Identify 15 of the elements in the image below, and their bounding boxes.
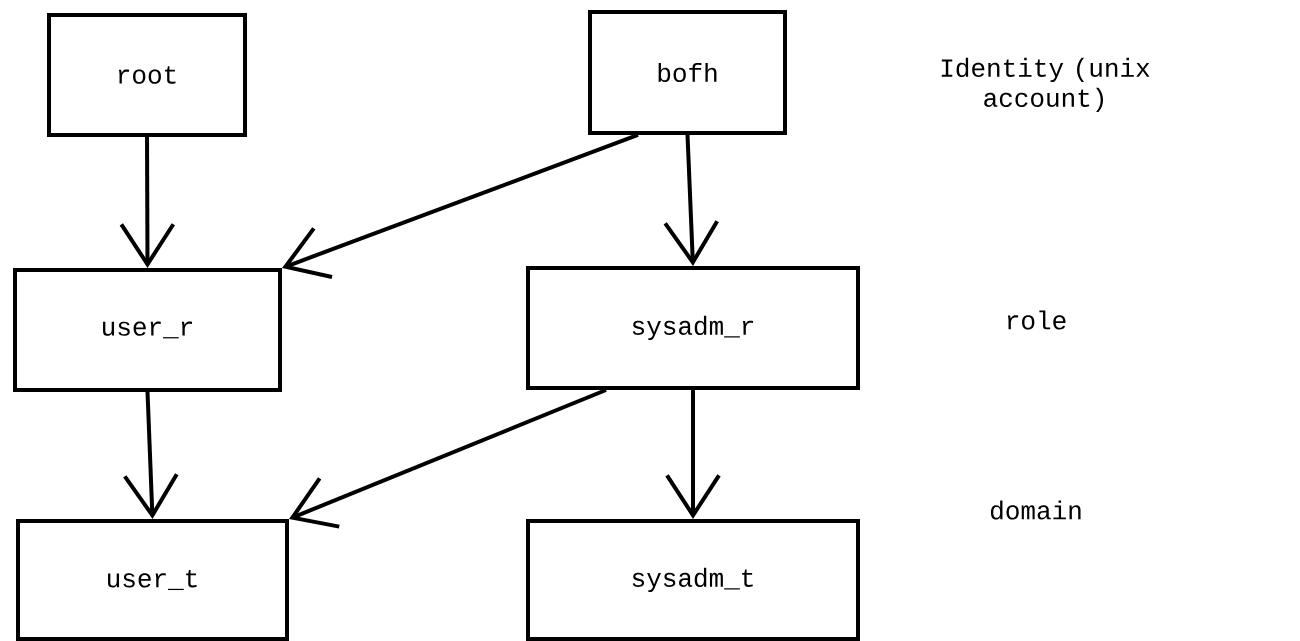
role-box: bofh <box>588 10 787 135</box>
level-label: Identity (unix account) <box>941 57 1150 113</box>
arrow <box>119 137 176 268</box>
arrow <box>289 388 607 529</box>
role-box: sysadm_t <box>526 519 860 641</box>
role-box: user_t <box>16 519 289 641</box>
level-label: role <box>1007 310 1066 330</box>
arrow <box>282 133 639 279</box>
arrow <box>123 391 179 519</box>
role-box: user_r <box>13 268 282 392</box>
role-box: sysadm_r <box>526 266 860 390</box>
arrow <box>665 390 721 519</box>
level-label: domain <box>990 500 1081 520</box>
role-box: root <box>47 13 247 137</box>
arrow <box>663 134 719 266</box>
